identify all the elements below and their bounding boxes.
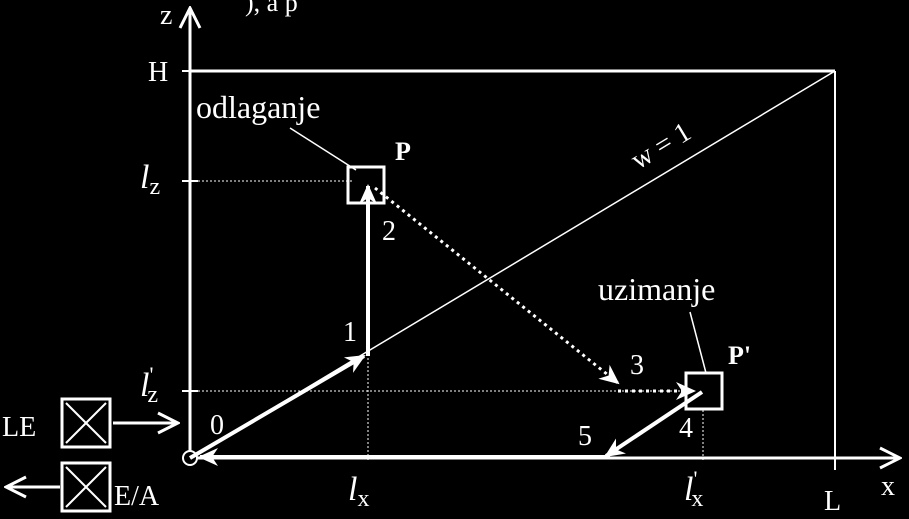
H-tick-label: H	[148, 57, 168, 88]
step-number-4: 4	[679, 413, 693, 444]
P-prime-label: P'	[728, 341, 751, 370]
move-arrow-1	[188, 354, 366, 460]
lx-tick-label: lx	[348, 471, 369, 512]
LE-label: LE	[2, 412, 36, 443]
LE-box	[60, 397, 112, 449]
x-axis-label: x	[881, 471, 895, 502]
EA-label: E/A	[114, 481, 160, 512]
uzimanje-leader	[689, 311, 707, 374]
LE-box-cross-b	[65, 402, 107, 444]
step-number-1: 1	[343, 317, 357, 348]
uzimanje-label: uzimanje	[598, 271, 715, 307]
move-arrow-5	[604, 390, 704, 458]
lx-prime-tick-label: l'x	[684, 466, 703, 512]
z-axis-label: z	[160, 0, 172, 31]
odlaganje-label: odlaganje	[196, 89, 320, 125]
move-arrow-3-dotted	[374, 186, 620, 385]
step-number-3: 3	[630, 350, 644, 381]
L-tick-label: L	[824, 486, 841, 517]
EA-box	[60, 461, 112, 513]
lz-prime-tick-label: l'z	[140, 362, 158, 408]
EA-box-cross-b	[65, 466, 107, 508]
P-label: P	[395, 137, 411, 166]
step-number-5: 5	[578, 421, 592, 452]
header-fragment: ), a p	[245, 0, 298, 17]
step-number-2: 2	[382, 216, 396, 247]
odlaganje-leader	[289, 127, 357, 171]
diagonal-label: w = 1	[626, 116, 697, 176]
lz-tick-label: lz	[140, 159, 160, 200]
box-P-prime	[684, 371, 724, 411]
step-number-0: 0	[210, 410, 224, 441]
